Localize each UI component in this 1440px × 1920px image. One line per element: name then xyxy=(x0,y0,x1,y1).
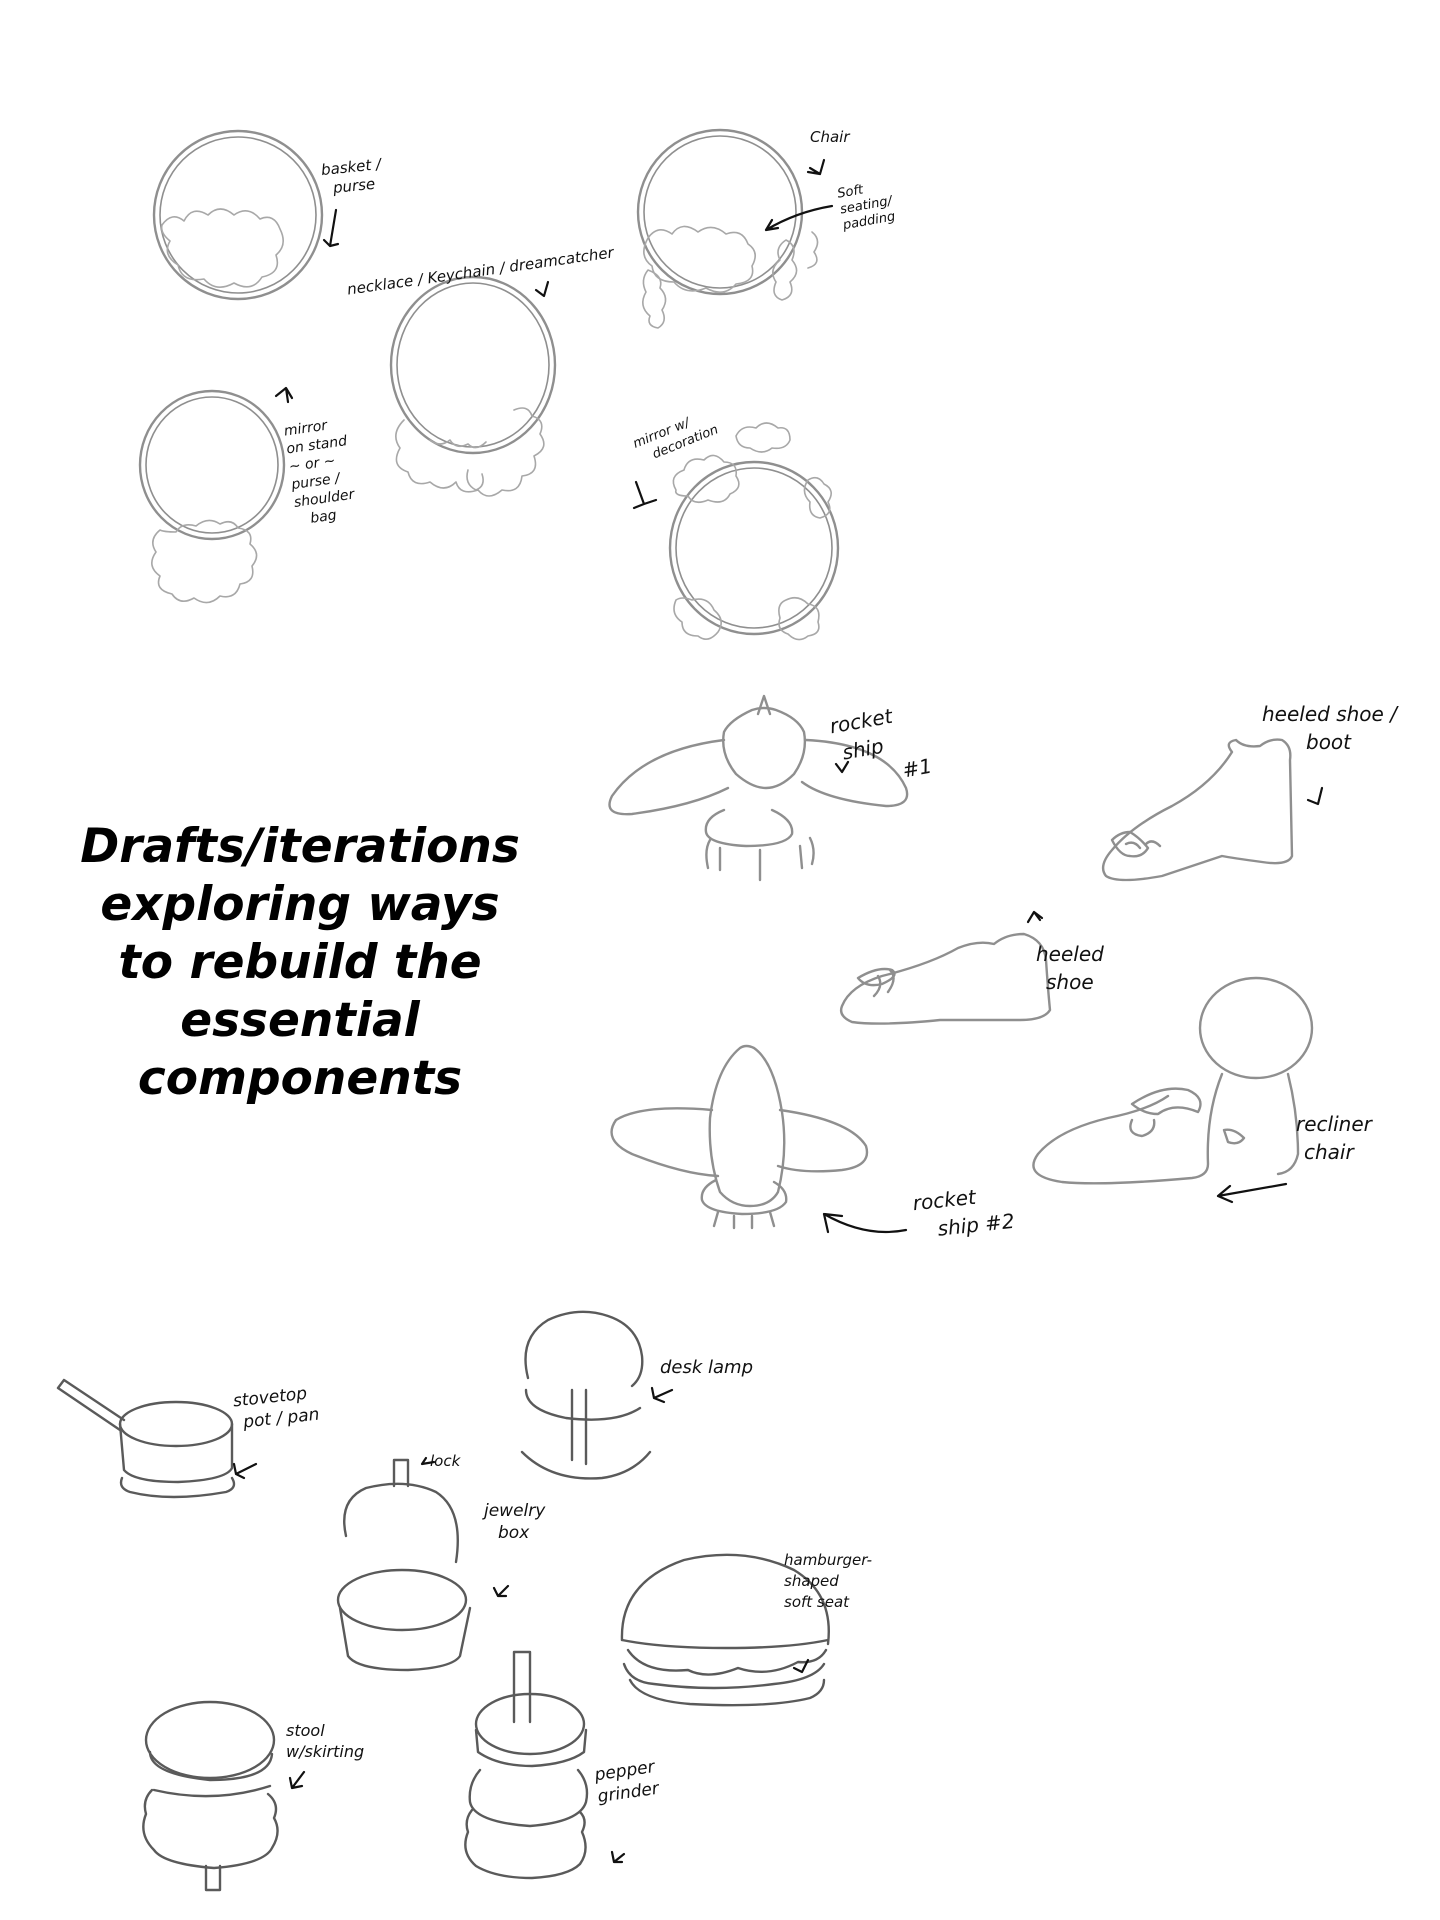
title-line: to rebuild the xyxy=(118,935,482,990)
chair-sketch xyxy=(636,128,819,329)
heeled-shoe-label: heeled shoe xyxy=(1036,942,1104,994)
recliner-chair-sketch xyxy=(1032,976,1314,1185)
jewelry-box-sketch xyxy=(336,1458,472,1672)
hamburger-seat-sketch xyxy=(620,1553,830,1707)
lock-label: lock xyxy=(430,1452,461,1470)
mirror-decoration-sketch xyxy=(668,422,840,641)
heeled-shoe-sketch xyxy=(839,932,1052,1025)
stovetop-label: stovetop pot / pan xyxy=(232,1383,321,1433)
mirror-stand-sketch xyxy=(138,389,286,604)
soft-seating-label: Soft seating/ padding xyxy=(836,182,897,234)
title-line: exploring ways xyxy=(100,877,500,932)
chair-label: Chair xyxy=(810,128,850,146)
necklace-sketch xyxy=(389,275,557,497)
annotation-arrows xyxy=(232,158,1324,1864)
rocket-1-label: rocket ship #1 xyxy=(827,703,934,783)
basket-label: basket / purse xyxy=(320,154,382,198)
jewelry-box-label: jewelry box xyxy=(484,1501,546,1543)
rocket-2-label: rocket ship #2 xyxy=(911,1184,1016,1241)
hamburger-label: hamburger- shaped soft seat xyxy=(784,1551,873,1611)
pepper-grinder-label: pepper grinder xyxy=(593,1757,661,1808)
pepper-grinder-sketch xyxy=(464,1650,589,1880)
desk-lamp-sketch xyxy=(520,1310,652,1480)
heeled-boot-label: heeled shoe / boot xyxy=(1262,702,1397,754)
recliner-label: recliner chair xyxy=(1296,1112,1372,1164)
stool-sketch xyxy=(142,1700,279,1892)
stovetop-pan-sketch xyxy=(56,1378,236,1499)
title-line: Drafts/iterations xyxy=(80,819,520,874)
stool-label: stool w/skirting xyxy=(286,1721,365,1761)
page-title: Drafts/iterations exploring ways to rebu… xyxy=(40,818,560,1108)
title-line: components xyxy=(137,1051,463,1106)
title-line: essential xyxy=(180,993,420,1048)
desk-lamp-label: desk lamp xyxy=(660,1357,754,1378)
basket-purse-sketch xyxy=(152,129,324,301)
rocket-ship-2-sketch xyxy=(610,1044,869,1230)
rocket-ship-1-sketch xyxy=(608,694,909,882)
heeled-boot-sketch xyxy=(1101,738,1294,882)
